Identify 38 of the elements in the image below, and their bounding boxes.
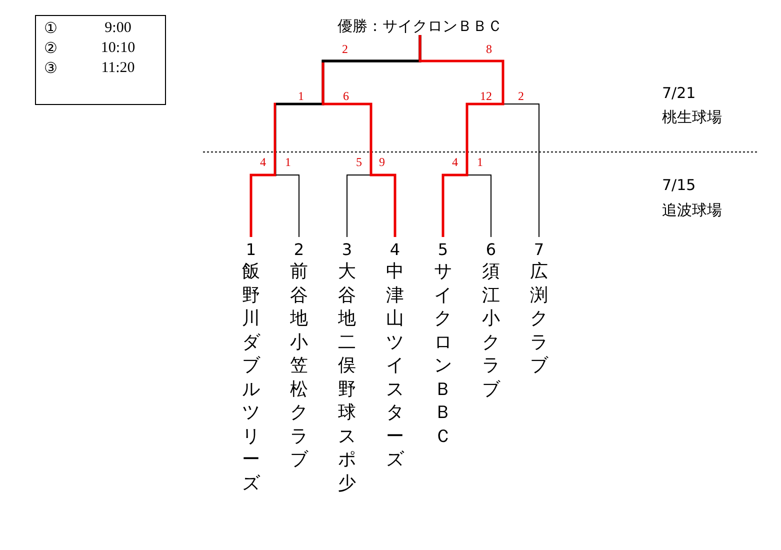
- score: 12: [480, 89, 492, 103]
- round-number: ①: [44, 19, 58, 37]
- score: 1: [298, 89, 304, 103]
- schedule-box: [35, 15, 166, 105]
- team-name: 飯野川ダブルツリーズ: [242, 260, 260, 495]
- start-time: 10:10: [100, 39, 136, 57]
- start-time: 11:20: [100, 59, 136, 77]
- team-name: 大谷地二俣野球スポ少: [338, 260, 356, 495]
- score: 5: [356, 155, 362, 169]
- team-name: 中津山ツイスターズ: [386, 260, 404, 472]
- round-number: ③: [44, 59, 58, 77]
- score: 2: [342, 42, 348, 56]
- team-number: 4: [388, 240, 402, 260]
- date-label: 7/15: [662, 176, 696, 194]
- score: 8: [486, 42, 492, 56]
- date-label: 7/21: [662, 84, 696, 102]
- team-number: 1: [244, 240, 258, 260]
- champion-text: 優勝：サイクロンＢＢＣ: [300, 17, 540, 36]
- score: 9: [379, 155, 385, 169]
- start-time: 9:00: [104, 19, 132, 37]
- score: 6: [343, 89, 349, 103]
- team-name: 須江小クラブ: [482, 260, 500, 401]
- score: 2: [518, 89, 524, 103]
- round-number: ②: [44, 39, 58, 57]
- venue-label: 桃生球場: [662, 108, 722, 126]
- team-number: 2: [292, 240, 306, 260]
- team-number: 3: [340, 240, 354, 260]
- team-name: 前谷地小笠松クラブ: [290, 260, 308, 472]
- score: 1: [477, 155, 483, 169]
- score: 4: [260, 155, 266, 169]
- team-name: 広渕クラブ: [530, 260, 548, 378]
- score: 1: [285, 155, 291, 169]
- team-number: 6: [484, 240, 498, 260]
- team-number: 5: [436, 240, 450, 260]
- team-number: 7: [532, 240, 546, 260]
- score: 4: [452, 155, 458, 169]
- venue-label: 追波球場: [662, 201, 722, 219]
- team-name: サイクロンＢＢＣ: [434, 260, 452, 448]
